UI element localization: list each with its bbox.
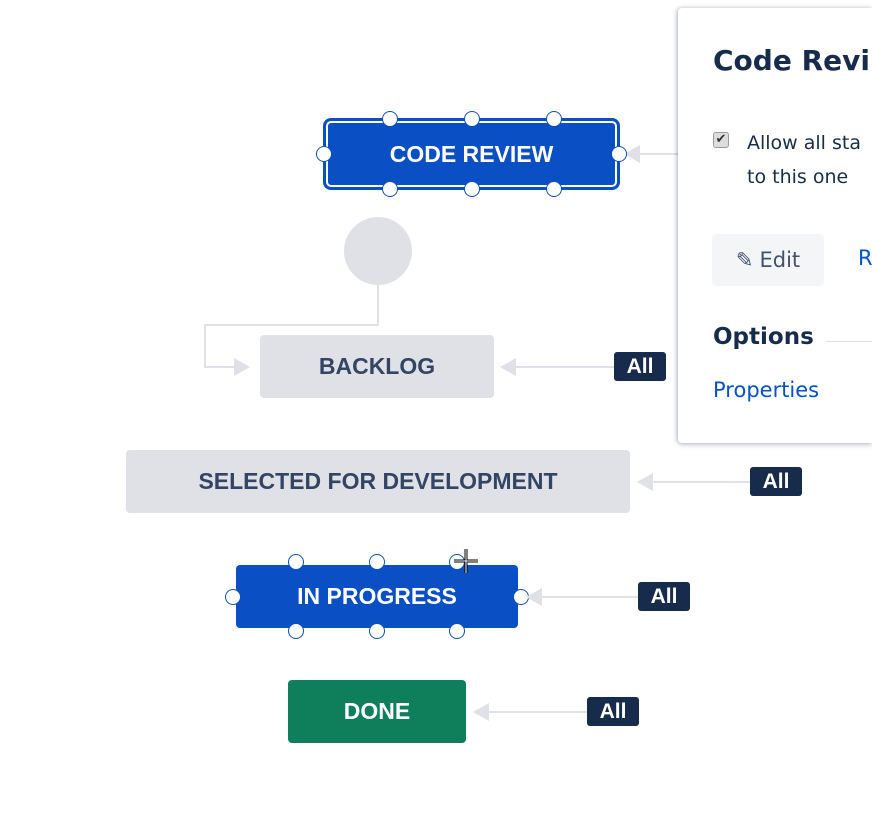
arrow-icon (473, 703, 489, 721)
status-details-panel: Code Revi ✔ Allow all sta to this one ✎ … (678, 8, 872, 443)
status-code-review[interactable]: CODE REVIEW (323, 118, 620, 190)
resize-handle[interactable] (288, 554, 304, 570)
properties-link[interactable]: Properties (713, 378, 820, 402)
resize-handle[interactable] (225, 589, 241, 605)
resize-handle[interactable] (449, 623, 465, 639)
all-transition-badge[interactable]: All (638, 582, 690, 611)
resize-handle[interactable] (464, 111, 480, 127)
resize-handle[interactable] (382, 181, 398, 197)
resize-handle[interactable] (369, 554, 385, 570)
arrow-icon (637, 473, 653, 491)
allow-all-checkbox[interactable]: ✔ (713, 132, 729, 148)
transition-line (652, 481, 752, 483)
all-transition-badge[interactable]: All (614, 352, 666, 381)
allow-all-label: Allow all sta to this one (747, 126, 861, 194)
transition-line (515, 366, 615, 368)
arrow-icon (526, 588, 542, 606)
all-transition-badge[interactable]: All (587, 697, 639, 726)
resize-handle[interactable] (288, 623, 304, 639)
transition-line (488, 711, 588, 713)
status-in-progress[interactable]: IN PROGRESS (236, 565, 518, 628)
allow-all-label-line1: Allow all sta (747, 132, 861, 154)
resize-handle[interactable] (369, 623, 385, 639)
resize-handle[interactable] (382, 111, 398, 127)
transition-line (540, 596, 640, 598)
status-backlog[interactable]: BACKLOG (260, 335, 494, 398)
resize-handle[interactable] (546, 111, 562, 127)
move-cursor-icon (454, 549, 478, 573)
transition-line (640, 153, 678, 155)
all-transition-badge[interactable]: All (750, 467, 802, 496)
options-divider (826, 341, 872, 342)
start-connector-down (377, 284, 379, 324)
start-connector-vert (204, 324, 206, 368)
secondary-action-link[interactable]: R (858, 246, 872, 270)
allow-all-label-line2: to this one (747, 166, 849, 188)
status-selected-for-development[interactable]: SELECTED FOR DEVELOPMENT (126, 450, 630, 513)
resize-handle[interactable] (546, 181, 562, 197)
arrow-icon (234, 358, 250, 376)
resize-handle[interactable] (464, 181, 480, 197)
start-connector-top (204, 324, 379, 326)
start-node[interactable] (344, 217, 412, 285)
arrow-icon (500, 358, 516, 376)
edit-label: Edit (759, 248, 801, 272)
options-heading: Options (713, 324, 814, 350)
arrow-icon (624, 145, 640, 163)
resize-handle[interactable] (611, 146, 627, 162)
panel-title: Code Revi (713, 44, 870, 77)
resize-handle[interactable] (316, 146, 332, 162)
start-connector-horiz (204, 366, 238, 368)
status-done[interactable]: DONE (288, 680, 466, 743)
edit-button[interactable]: ✎ Edit (712, 234, 824, 286)
pencil-icon: ✎ (735, 248, 754, 272)
